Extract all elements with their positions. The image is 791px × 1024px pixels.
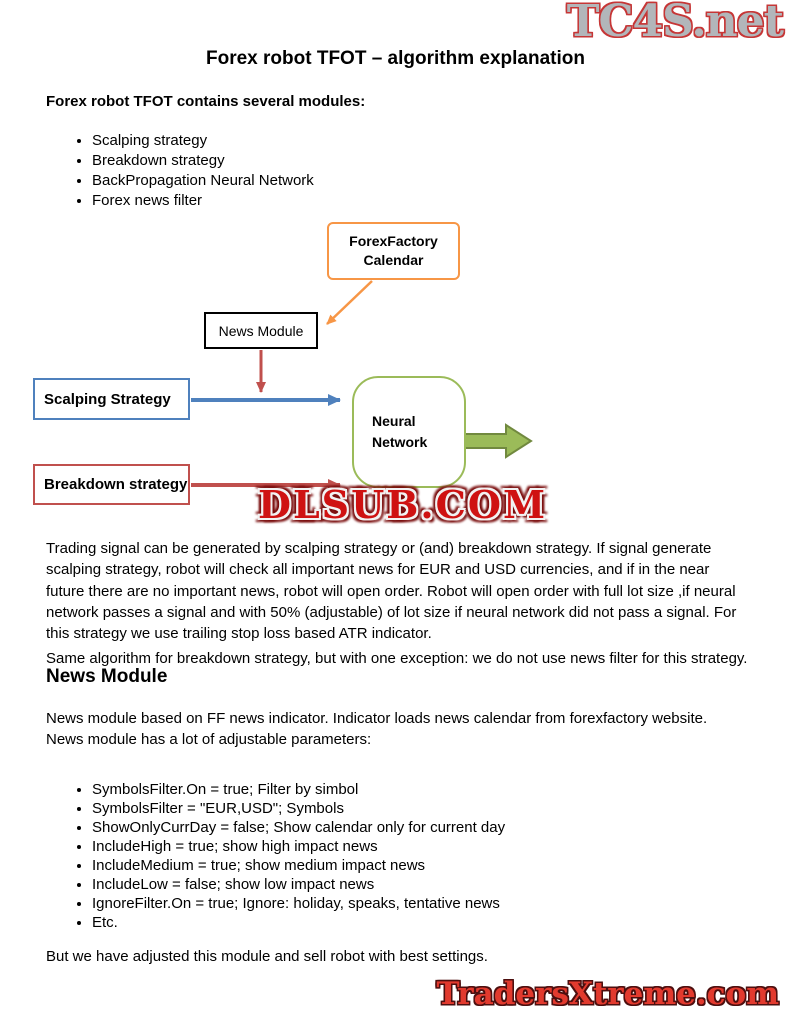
neural-network-box: Neural Network [352,376,466,488]
news-paragraph: News module based on FF news indicator. … [46,710,708,749]
diagram-arrows [191,280,533,491]
page-title: Forex robot TFOT – algorithm explanation [206,48,585,69]
modules-list: Scalping strategy Breakdown strategy Bac… [46,131,746,211]
list-item: SymbolsFilter = "EUR,USD"; Symbols [92,799,746,818]
forexfactory-calendar-box: ForexFactory Calendar [327,222,460,280]
list-item: SymbolsFilter.On = true; Filter by simbo… [92,780,746,799]
list-item: Breakdown strategy [92,151,746,171]
list-item: IncludeHigh = true; show high impact new… [92,837,746,856]
list-item: BackPropagation Neural Network [92,171,746,191]
algorithm-diagram: ForexFactory Calendar News Module Scalpi… [0,210,560,540]
dlsub-watermark: DLSUB.COM [258,482,548,527]
box-label: Neural [372,413,416,429]
box-label: Calendar [363,252,424,268]
list-item: ShowOnlyCurrDay = false; Show calendar o… [92,818,746,837]
list-item: IncludeMedium = true; show medium impact… [92,856,746,875]
calendar-to-news-arrow [326,280,373,325]
tc4s-logo: TC4S.net [566,0,784,47]
paragraph-trading: Trading signal can be generated by scalp… [46,540,737,643]
box-label: ForexFactory [349,233,438,249]
paragraph-breakdown: Same algorithm for breakdown strategy, b… [46,650,748,667]
list-item: IgnoreFilter.On = true; Ignore: holiday,… [92,894,746,913]
breakdown-strategy-box: Breakdown strategy [33,464,190,505]
neural-output-arrow [457,423,533,459]
closing-paragraph: But we have adjusted this module and sel… [46,948,488,965]
news-module-box: News Module [204,312,318,349]
scalping-strategy-box: Scalping Strategy [33,378,190,420]
list-item: Etc. [92,913,746,932]
box-label: Network [372,434,428,450]
parameters-list: SymbolsFilter.On = true; Filter by simbo… [46,780,746,932]
list-item: Scalping strategy [92,131,746,151]
tradersxtreme-logo: TradersXtreme.com [436,976,779,1012]
list-item: IncludeLow = false; show low impact news [92,875,746,894]
list-item: Forex news filter [92,191,746,211]
intro-heading: Forex robot TFOT contains several module… [46,93,366,110]
news-module-heading: News Module [46,666,168,687]
